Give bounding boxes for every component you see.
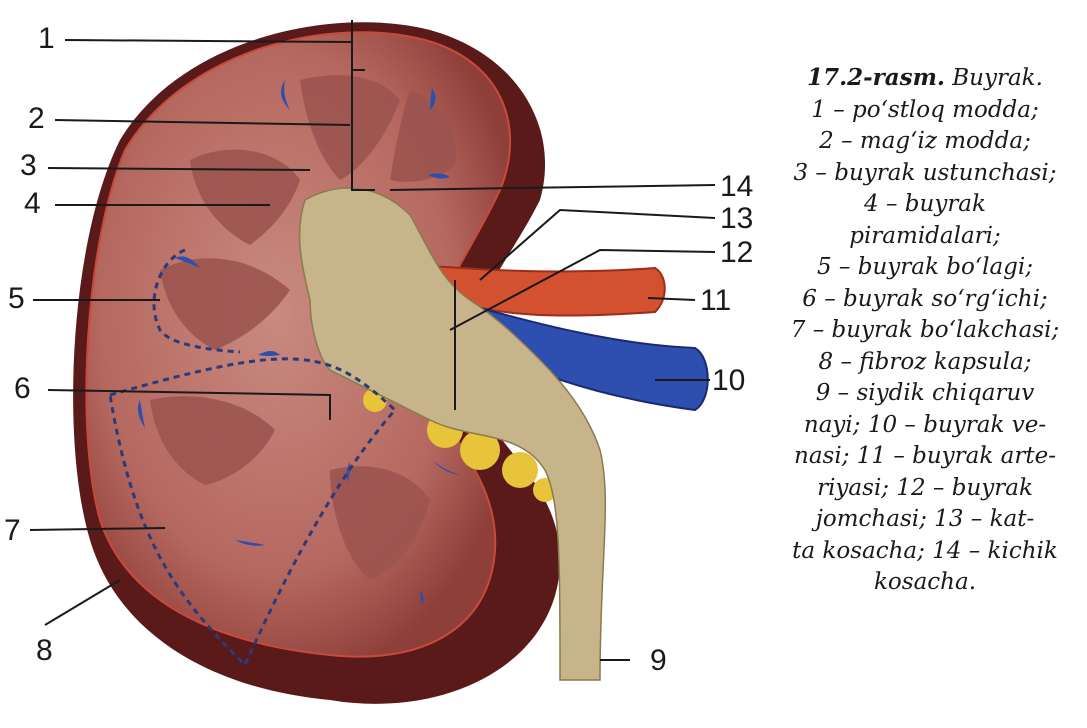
label-3: 3 xyxy=(20,149,37,182)
label-10: 10 xyxy=(712,364,745,397)
caption-line: ta kosacha; 14 – kichik xyxy=(770,536,1080,568)
caption-line: kosacha. xyxy=(770,567,1080,599)
caption-line: 6 – buyrak so‘rg‘ichi; xyxy=(770,284,1080,316)
caption-line: 8 – fibroz kapsula; xyxy=(770,347,1080,379)
label-12: 12 xyxy=(720,236,753,269)
caption-line: jomchasi; 13 – kat- xyxy=(770,504,1080,536)
label-13: 13 xyxy=(720,202,753,235)
caption-line: nayi; 10 – buyrak ve- xyxy=(770,410,1080,442)
caption-line: 4 – buyrak xyxy=(770,189,1080,221)
label-11: 11 xyxy=(700,284,731,317)
kidney-illustration: 1 2 3 4 5 6 7 8 9 10 11 12 13 14 xyxy=(0,0,770,728)
label-2: 2 xyxy=(28,102,45,135)
label-9: 9 xyxy=(650,644,667,677)
caption-line: nasi; 11 – buyrak arte- xyxy=(770,441,1080,473)
label-8: 8 xyxy=(36,634,53,667)
label-14: 14 xyxy=(720,170,753,203)
caption-heading: 17.2-rasm. Buyrak. xyxy=(770,62,1080,95)
label-1: 1 xyxy=(38,22,55,55)
label-7: 7 xyxy=(4,514,21,547)
caption-line: 2 – mag‘iz modda; xyxy=(770,126,1080,158)
label-5: 5 xyxy=(8,282,25,315)
caption-line: piramidalari; xyxy=(770,221,1080,253)
caption-line: 5 – buyrak bo‘lagi; xyxy=(770,252,1080,284)
caption-line: 7 – buyrak bo‘lakchasi; xyxy=(770,315,1080,347)
caption-title: 17.2-rasm. xyxy=(807,64,945,91)
caption-line: 9 – siydik chiqaruv xyxy=(770,378,1080,410)
label-4: 4 xyxy=(24,187,41,220)
figure-caption: 17.2-rasm. Buyrak. 1 – po‘stloq modda; 2… xyxy=(770,62,1080,599)
caption-subject: Buyrak. xyxy=(952,65,1043,91)
caption-line: 3 – buyrak ustunchasi; xyxy=(770,158,1080,190)
caption-line: riyasi; 12 – buyrak xyxy=(770,473,1080,505)
caption-line: 1 – po‘stloq modda; xyxy=(770,95,1080,127)
label-6: 6 xyxy=(14,372,31,405)
